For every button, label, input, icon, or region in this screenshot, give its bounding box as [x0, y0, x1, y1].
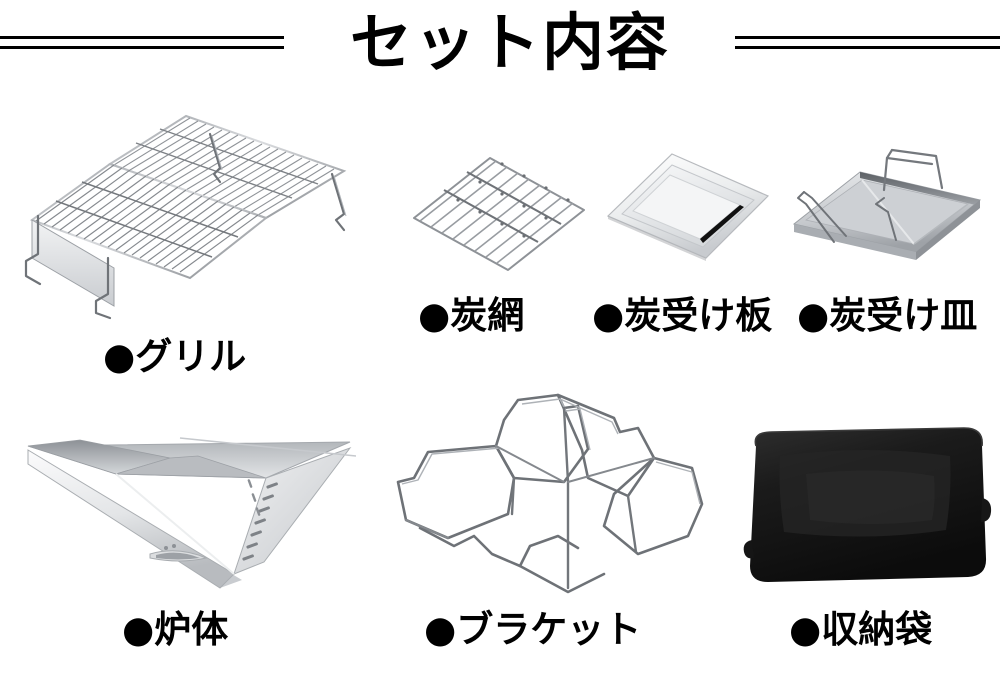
header: セット内容 — [0, 0, 1000, 100]
grill-image — [14, 108, 406, 320]
charcoal-net-image — [406, 152, 592, 280]
firebox-image — [20, 412, 356, 598]
charcoal-plate-image — [602, 148, 778, 274]
label-charcoal-net: ●炭網 — [418, 294, 525, 337]
bracket-image — [392, 386, 708, 598]
label-storage-bag: ●収納袋 — [789, 608, 933, 651]
storage-bag-image — [736, 422, 994, 592]
label-firebox: ●炉体 — [122, 608, 229, 651]
charcoal-tray-image — [784, 142, 992, 278]
title-rule-right — [735, 36, 1000, 49]
label-charcoal-plate: ●炭受け板 — [592, 294, 773, 337]
label-grill: ●グリル — [103, 335, 247, 378]
title-rule-left — [0, 36, 284, 49]
label-charcoal-tray: ●炭受け皿 — [797, 294, 978, 337]
page-title: セット内容 — [349, 6, 670, 79]
label-bracket: ●ブラケット — [424, 608, 642, 651]
